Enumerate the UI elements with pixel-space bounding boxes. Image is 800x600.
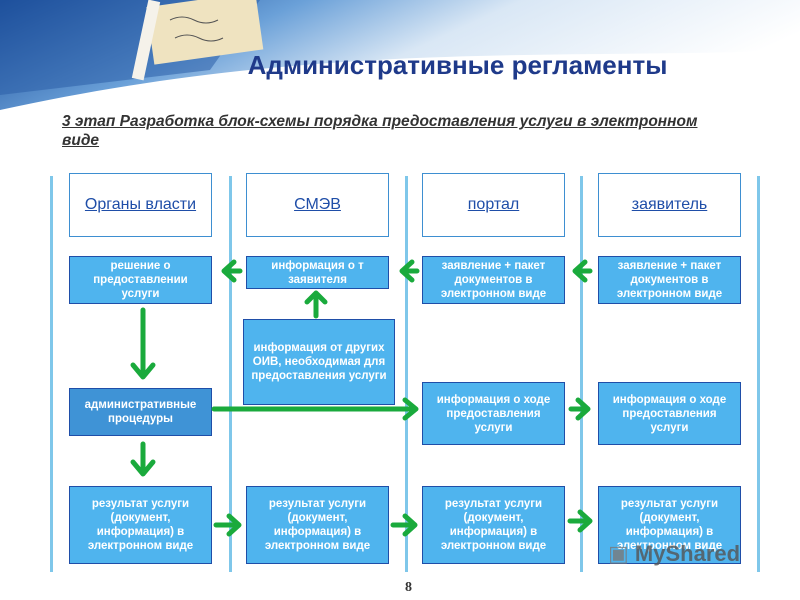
arrow-oiv-up	[304, 290, 328, 319]
watermark-icon: ▣	[608, 541, 629, 566]
lane-divider-2	[229, 176, 232, 572]
stage-subtitle: 3 этап Разработка блок-схемы порядка пре…	[62, 113, 698, 149]
arrow-smev-to-authority	[221, 259, 243, 283]
lane-header-portal: портал	[422, 173, 565, 237]
watermark-text: MyShared	[634, 541, 741, 566]
lane-header-applicant: заявитель	[598, 173, 741, 237]
arrow-result-smev-to-portal	[390, 513, 418, 537]
result-authority-box: результат услуги (документ, информация) …	[69, 486, 212, 564]
portal-progress-box: информация о ходе предоставления услуги	[422, 382, 565, 445]
decision-box: решение о предоставлении услуги	[69, 256, 212, 304]
page-number: 8	[405, 580, 412, 595]
lane-header-authorities: Органы власти	[69, 173, 212, 237]
admin-procedures-box: административные процедуры	[69, 388, 212, 436]
applicant-application-box: заявление + пакет документов в электронн…	[598, 256, 741, 304]
arrow-decision-down	[130, 307, 156, 380]
lane-divider-5	[757, 176, 760, 572]
applicant-info-box: информация о т заявителя	[246, 256, 389, 289]
watermark: ▣ MyShared	[608, 541, 740, 567]
arrow-result-authority-to-smev	[213, 513, 242, 537]
result-smev-box: результат услуги (документ, информация) …	[246, 486, 389, 564]
portal-application-box: заявление + пакет документов в электронн…	[422, 256, 565, 304]
arrow-procedures-down	[130, 441, 156, 477]
applicant-progress-box: информация о ходе предоставления услуги	[598, 382, 741, 445]
result-portal-box: результат услуги (документ, информация) …	[422, 486, 565, 564]
lane-divider-3	[405, 176, 408, 572]
lane-divider-4	[580, 176, 583, 572]
header-decoration	[0, 0, 800, 110]
page-title: Административные регламенты	[247, 50, 668, 80]
result-applicant-box: результат услуги (документ, информация) …	[598, 486, 741, 564]
lane-header-smev: СМЭВ	[246, 173, 389, 237]
lane-divider-1	[50, 176, 53, 572]
other-oiv-info-box: информация от других ОИВ, необходимая дл…	[243, 319, 395, 405]
